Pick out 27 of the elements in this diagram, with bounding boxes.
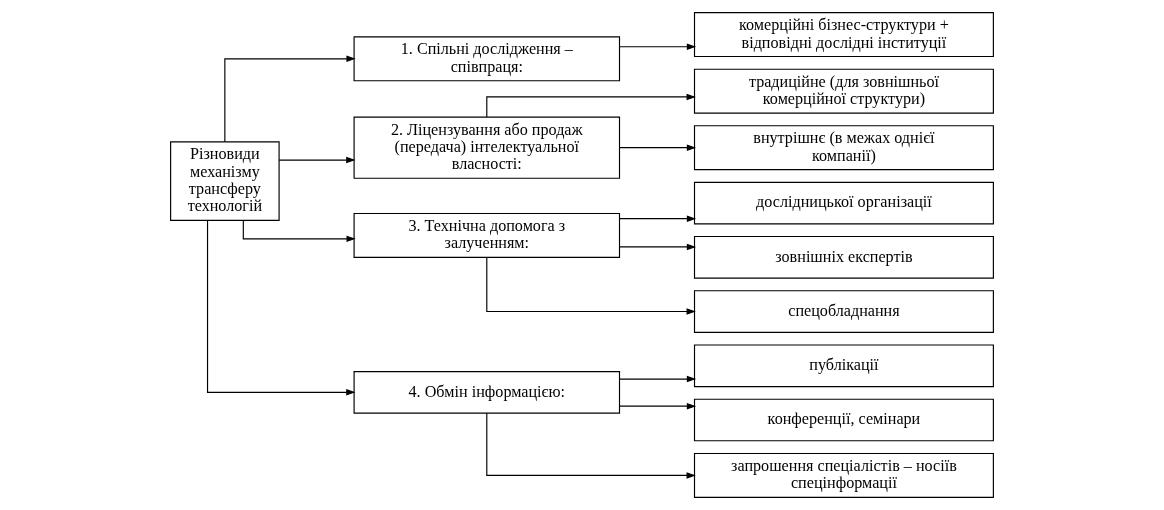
arrow [224,55,356,143]
node-box: запрошення спеціалістів – носіїв спецінформації [693,452,994,498]
arrow [242,220,356,243]
node-box: 1. Спільні дослідження – співпраця: [353,36,621,82]
node-box: традиційне (для зовнішньої комерційної структури) [693,68,994,114]
arrow [486,412,696,479]
node-box: 4. Обмін інформацією: [353,370,621,414]
node-box: публікації [693,344,994,388]
arrow [619,243,697,251]
arrow [619,402,697,410]
arrow [278,156,356,164]
arrow [619,43,697,50]
node-box: дослідницької організації [693,181,994,225]
node-box: внутрішнє (в межах однієї компанії) [693,125,994,171]
arrow [619,144,697,151]
node-box: комерційні бізнес-структури + відповідні дослідні інституції [693,12,994,58]
node-box: зовнішніх експертів [693,235,994,279]
arrow [619,375,697,383]
node-box: 3. Технічна допомога з залученням: [353,212,621,258]
arrow [486,256,696,315]
arrow [619,215,697,222]
arrow [486,93,696,118]
arrow [206,220,356,396]
node-box: конференції, семінари [693,398,994,442]
node-box: 2. Ліцензування або продаж (передача) інтелектуальної власності: [353,116,621,179]
node-box: Різновиди механізму трансферу технологій [170,141,280,221]
node-box: спецобладнання [693,290,994,333]
